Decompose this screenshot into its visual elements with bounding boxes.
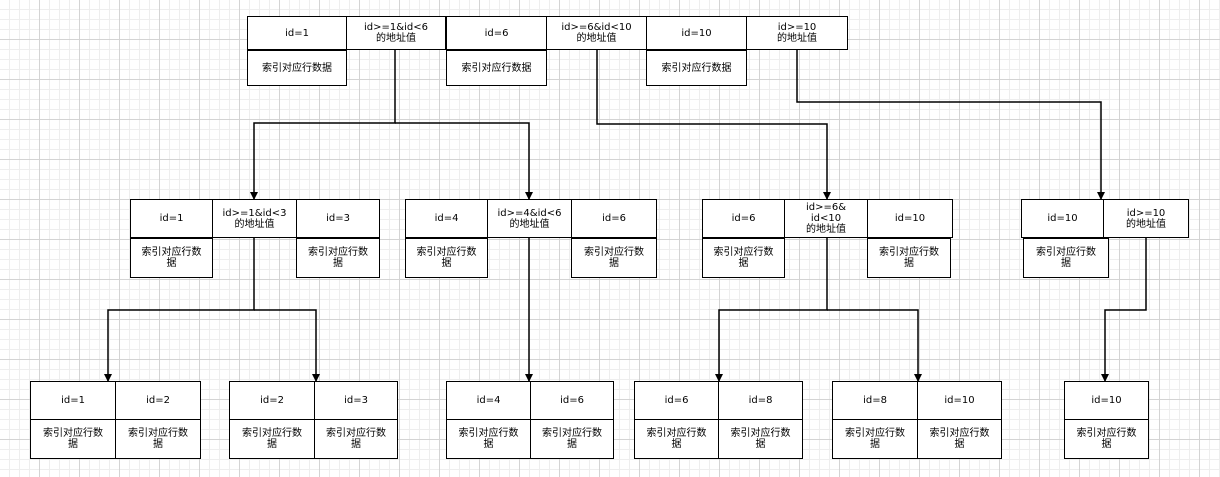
node-c-row-data-2: 索引对应行数 据 [867,238,951,278]
node-a-pointer-label: id>=1&id<3 的地址值 [222,207,287,230]
root-pointer-10-label: id>=10 的地址值 [777,22,817,44]
leaf-5-data-1-label: 索引对应行数 据 [845,428,905,450]
leaf-3-key-2: id=6 [530,381,614,420]
leaf-1-data-1-label: 索引对应行数 据 [43,428,103,450]
edge-node-a-to-leaf-2 [254,309,320,382]
node-b-key-id4: id=4 [405,199,488,238]
node-a-key-id3: id=3 [296,199,380,238]
leaf-6-key-1: id=10 [1064,381,1149,420]
node-d-row-data-1: 索引对应行数 据 [1023,238,1109,278]
leaf-6-data-1-label: 索引对应行数 据 [1076,428,1137,450]
edge-node-d-to-leaf-6 [1101,238,1147,382]
leaf-2-data-1: 索引对应行数 据 [229,419,315,459]
root-pointer-1-6-label: id>=1&id<6 的地址值 [364,22,428,44]
root-row-data-id1: 索引对应行数据 [247,50,347,86]
node-c-pointer-label: id>=6& id<10 的地址值 [805,202,847,235]
node-b-row-data-2-label: 索引对应行数 据 [584,247,644,269]
node-d-key-id10: id=10 [1021,199,1104,238]
leaf-6-data-1: 索引对应行数 据 [1064,419,1149,459]
leaf-3-key-1: id=4 [446,381,531,420]
leaf-5-data-1: 索引对应行数 据 [832,419,918,459]
node-b-row-data-2: 索引对应行数 据 [571,238,657,278]
root-pointer-6-10: id>=6&id<10 的地址值 [546,16,647,50]
node-d-row-data-1-label: 索引对应行数 据 [1036,247,1096,269]
root-key-id1: id=1 [247,16,347,50]
node-b-row-data-1: 索引对应行数 据 [405,238,488,278]
leaf-4-key-2: id=8 [718,381,803,420]
leaf-1-key-1: id=1 [30,381,116,420]
leaf-2-data-2: 索引对应行数 据 [314,419,398,459]
node-b-row-data-1-label: 索引对应行数 据 [416,247,477,269]
leaf-2-key-1: id=2 [229,381,315,420]
node-c-row-data-1-label: 索引对应行数 据 [713,247,774,269]
root-pointer-6-10-label: id>=6&id<10 的地址值 [561,22,632,44]
leaf-4-data-1: 索引对应行数 据 [634,419,719,459]
leaf-4-key-1: id=6 [634,381,719,420]
leaf-3-data-1-label: 索引对应行数 据 [458,428,519,450]
node-a-key-id1: id=1 [130,199,213,238]
edge-node-c-to-leaf-5 [827,309,922,382]
leaf-1-key-2: id=2 [115,381,201,420]
root-row-data-id6: 索引对应行数据 [446,50,547,86]
edge-root-to-node-b [395,122,533,200]
leaf-2-data-2-label: 索引对应行数 据 [326,428,386,450]
edge-root-to-node-d [796,50,1105,200]
node-a-row-data-1-label: 索引对应行数 据 [141,247,202,269]
leaf-4-data-2-label: 索引对应行数 据 [730,428,791,450]
root-pointer-1-6: id>=1&id<6 的地址值 [346,16,446,50]
node-b-pointer-label: id>=4&id<6 的地址值 [497,207,562,230]
leaf-5-data-2-label: 索引对应行数 据 [929,428,990,450]
leaf-4-data-1-label: 索引对应行数 据 [646,428,707,450]
node-a-row-data-2: 索引对应行数 据 [296,238,380,278]
leaf-1-data-2-label: 索引对应行数 据 [128,428,188,450]
root-key-id10: id=10 [646,16,747,50]
node-c-row-data-1: 索引对应行数 据 [702,238,785,278]
leaf-4-data-2: 索引对应行数 据 [718,419,803,459]
leaf-2-key-2: id=3 [314,381,398,420]
node-b-key-id6: id=6 [571,199,657,238]
leaf-2-data-1-label: 索引对应行数 据 [242,428,302,450]
leaf-1-data-1: 索引对应行数 据 [30,419,116,459]
root-row-data-id10: 索引对应行数据 [646,50,747,86]
leaf-5-data-2: 索引对应行数 据 [917,419,1002,459]
node-c-pointer: id>=6& id<10 的地址值 [784,199,868,238]
node-a-row-data-1: 索引对应行数 据 [130,238,213,278]
node-a-pointer: id>=1&id<3 的地址值 [212,199,297,238]
leaf-3-data-2-label: 索引对应行数 据 [542,428,602,450]
leaf-3-data-1: 索引对应行数 据 [446,419,531,459]
node-a-row-data-2-label: 索引对应行数 据 [308,247,368,269]
leaf-5-key-2: id=10 [917,381,1002,420]
node-c-key-id6: id=6 [702,199,785,238]
leaf-5-key-1: id=8 [832,381,918,420]
root-key-id6: id=6 [446,16,547,50]
node-d-pointer-label: id>=10 的地址值 [1126,207,1166,230]
node-c-key-id10: id=10 [867,199,953,238]
node-d-pointer: id>=10 的地址值 [1103,199,1189,238]
leaf-3-data-2: 索引对应行数 据 [530,419,614,459]
node-b-pointer: id>=4&id<6 的地址值 [487,199,572,238]
root-pointer-10: id>=10 的地址值 [746,16,848,50]
leaf-1-data-2: 索引对应行数 据 [115,419,201,459]
node-c-row-data-2-label: 索引对应行数 据 [879,247,939,269]
